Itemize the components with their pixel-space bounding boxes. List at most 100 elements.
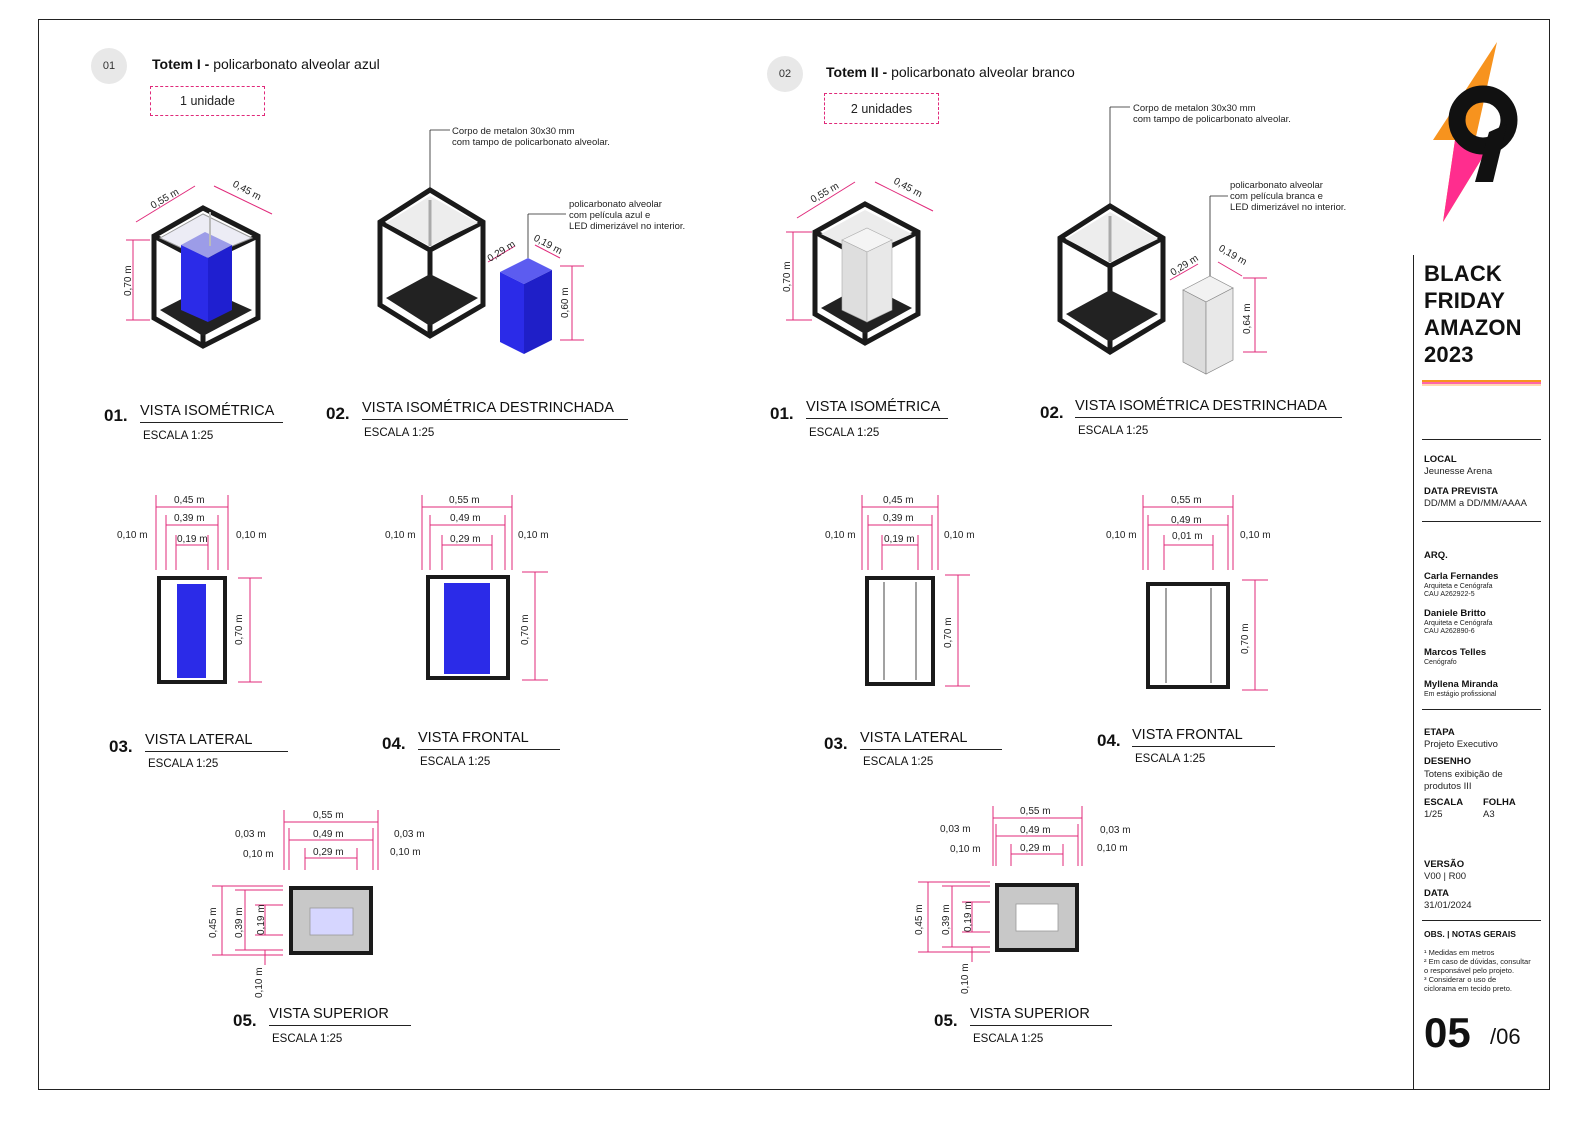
view-scale: ESCALA 1:25 [1078,425,1149,437]
etapa-label: ETAPA [1424,727,1455,738]
dim-label: 0,19 m [177,534,208,545]
view-number: 01. [104,406,128,425]
dim-label: 0,70 m [520,614,531,645]
view-scale: ESCALA 1:25 [364,427,435,439]
date-value: DD/MM a DD/MM/AAAA [1424,498,1527,509]
escala-value: 1/25 [1424,809,1443,820]
dim-label: 0,70 m [943,617,954,648]
dim-label: 0,10 m [385,530,416,541]
top-view-2: 0,55 m 0,49 m 0,29 m 0,03 m 0,03 m 0,10 … [914,806,1131,994]
view-number: 02. [326,404,350,423]
dim-label: 0,39 m [883,513,914,524]
brand-stripe [1422,380,1541,386]
dim-label: 0,01 m [1172,531,1203,542]
person-role: Arquiteta e Cenógrafa [1424,620,1493,627]
lateral-view-1: 0,45 m 0,39 m 0,19 m 0,10 m 0,10 m 0,70 … [117,495,267,684]
date-label: DATA PREVISTA [1424,486,1499,497]
folha-value: A3 [1483,809,1495,820]
view-name: VISTA ISOMÉTRICA DESTRINCHADA [362,400,628,420]
view-scale: ESCALA 1:25 [148,758,219,770]
totem-1-drawings: 0,55 m 0,45 m 0,70 m 0,29 m 0,19 m [117,129,584,998]
dim-label: 0,64 m [1242,303,1253,334]
brand-logo-icon [1433,42,1518,222]
view-scale: ESCALA 1:25 [1135,753,1206,765]
folha-label: FOLHA [1483,797,1516,808]
arq-label: ARQ. [1424,550,1448,561]
person-name: Marcos Telles [1424,647,1487,658]
person-role: Arquiteta e Cenógrafa [1424,583,1493,590]
dim-label: 0,45 m [883,495,914,506]
data-value: 31/01/2024 [1424,900,1472,911]
view-name: VISTA LATERAL [145,732,288,752]
divider [1422,709,1541,710]
view-number: 03. [824,734,848,753]
dim-label: 0,10 m [254,967,265,998]
top-view-1: 0,55 m 0,49 m 0,29 m 0,03 m 0,03 m 0,10 … [208,810,425,998]
totem-2-drawings: 0,55 m 0,45 m 0,70 m 0,29 m 0,19 m [782,106,1271,994]
person-reg: CAU A262922-5 [1424,591,1475,598]
view-name: VISTA ISOMÉTRICA [806,399,948,419]
totem-number-badge: 01 [91,48,127,84]
view-number: 03. [109,737,133,756]
versao-label: VERSÃO [1424,859,1465,870]
dim-label: 0,70 m [1240,623,1251,654]
dim-label: 0,70 m [123,265,134,296]
local-label: LOCAL [1424,454,1457,465]
dim-label: 0,49 m [313,829,344,840]
view-number: 05. [934,1011,958,1030]
dim-label: 0,45 m [914,904,925,935]
dim-label: 0,10 m [944,530,975,541]
totem-title-bold: Totem I - [152,56,210,72]
versao-value: V00 | R00 [1424,871,1467,882]
view-number: 04. [1097,731,1121,750]
totem-number-badge: 02 [767,56,803,92]
dim-label: 0,49 m [1020,825,1051,836]
dim-label: 0,49 m [1171,515,1202,526]
dim-label: 0,03 m [394,829,425,840]
local-value: Jeunesse Arena [1424,466,1493,477]
view-scale: ESCALA 1:25 [863,756,934,768]
totem-title: Totem II - policarbonato alveolar branco [826,64,1075,80]
view-name: VISTA SUPERIOR [970,1006,1112,1026]
view-name: VISTA LATERAL [860,730,1002,750]
dim-label: 0,10 m [390,847,421,858]
person-role: Cenógrafo [1424,659,1457,666]
dim-label: 0,10 m [1106,530,1137,541]
dim-label: 0,55 m [449,495,480,506]
totem-title-rest: policarbonato alveolar branco [891,64,1075,80]
totem-title-bold: Totem II - [826,64,888,80]
totem-title-rest: policarbonato alveolar azul [213,56,380,72]
lateral-view-2: 0,45 m 0,39 m 0,19 m 0,10 m 0,10 m 0,70 … [825,495,975,687]
dim-label: 0,29 m [313,847,344,858]
view-scale: ESCALA 1:25 [143,430,214,442]
dim-label: 0,10 m [960,963,971,994]
view-name: VISTA ISOMÉTRICA [140,403,283,423]
data-label: DATA [1424,888,1449,899]
sheet-number: 05 [1424,1009,1471,1056]
dim-label: 0,39 m [234,907,245,938]
dim-label: 0,39 m [174,513,205,524]
person-reg: CAU A262890-6 [1424,628,1475,635]
dim-label: 0,45 m [208,907,219,938]
view-scale: ESCALA 1:25 [272,1033,343,1045]
dim-label: 0,49 m [450,513,481,524]
dim-label: 0,10 m [1240,530,1271,541]
exploded-view-2: 0,29 m 0,19 m 0,64 m [1057,106,1267,375]
view-name: VISTA ISOMÉTRICA DESTRINCHADA [1075,398,1342,418]
dim-label: 0,45 m [174,495,205,506]
view-scale: ESCALA 1:25 [420,756,491,768]
dim-label: 0,19 m [963,901,974,932]
frontal-view-2: 0,55 m 0,49 m 0,01 m 0,10 m 0,10 m 0,70 … [1106,495,1271,691]
dim-label: 0,39 m [941,904,952,935]
view-number: 02. [1040,403,1064,422]
dim-label: 0,55 m [313,810,344,821]
person-name: Daniele Britto [1424,608,1486,619]
divider [1422,439,1541,440]
dim-label: 0,03 m [940,824,971,835]
person-name: Carla Fernandes [1424,571,1499,582]
